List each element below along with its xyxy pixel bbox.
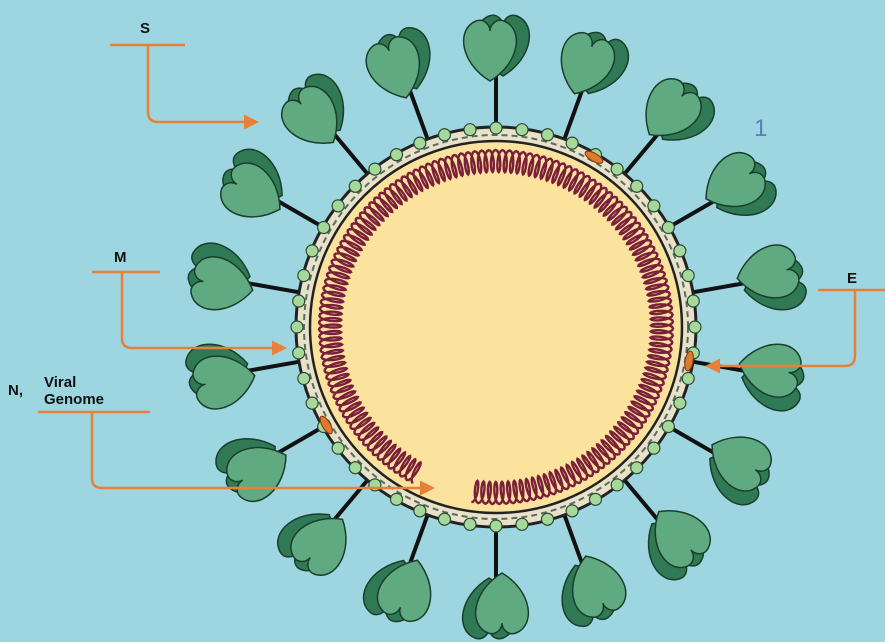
membrane-protein [369, 163, 381, 175]
membrane-protein [682, 373, 694, 385]
spike-protein [209, 421, 326, 511]
membrane-protein [306, 245, 318, 257]
membrane-protein [306, 397, 318, 409]
spike-protein [550, 23, 634, 143]
label-n-prefix: N, [8, 382, 23, 399]
membrane-protein [490, 520, 502, 532]
label-n-genome: Genome [44, 391, 104, 408]
membrane-protein [631, 462, 643, 474]
membrane-protein [648, 442, 660, 454]
membrane-protein [298, 269, 310, 281]
membrane-protein [414, 505, 426, 517]
label-m: M [114, 249, 127, 266]
membrane-protein [662, 222, 674, 234]
spike-protein [271, 67, 370, 177]
membrane-protein [542, 513, 554, 525]
membrane-protein [674, 245, 686, 257]
spike-protein [183, 240, 303, 316]
membrane-protein [516, 518, 528, 530]
membrane-protein [611, 479, 623, 491]
spike-protein [270, 477, 370, 586]
membrane-protein [687, 295, 699, 307]
membrane-protein [464, 518, 476, 530]
membrane-protein [516, 124, 528, 136]
membrane-protein [349, 462, 361, 474]
capsid-interior [310, 141, 682, 513]
spike-protein [210, 142, 326, 232]
membrane-protein [414, 137, 426, 149]
membrane-protein [648, 200, 660, 212]
spike-protein [666, 422, 782, 512]
membrane-protein [349, 180, 361, 192]
membrane-protein [611, 163, 623, 175]
membrane-protein [391, 149, 403, 161]
marker-number: 1 [754, 115, 767, 142]
membrane-protein [438, 129, 450, 141]
spike-protein [666, 143, 783, 233]
membrane-protein [332, 200, 344, 212]
membrane-protein [566, 137, 578, 149]
membrane-protein [391, 493, 403, 505]
membrane-protein [490, 122, 502, 134]
membrane-protein [631, 180, 643, 192]
membrane-protein [298, 373, 310, 385]
membrane-protein [590, 493, 602, 505]
spike-protein [689, 241, 809, 317]
label-e: E [847, 270, 857, 287]
spike-protein [689, 338, 809, 414]
membrane-protein [662, 421, 674, 433]
spike-protein [549, 511, 633, 631]
membrane-protein [682, 269, 694, 281]
spike-protein [358, 511, 442, 631]
label-n-viral: Viral [44, 374, 76, 391]
membrane-protein [689, 321, 701, 333]
membrane-protein [542, 129, 554, 141]
membrane-protein [293, 347, 305, 359]
spike-protein [359, 23, 443, 143]
membrane-protein [566, 505, 578, 517]
label-s: S [140, 20, 150, 37]
membrane-protein [291, 321, 303, 333]
membrane-protein [332, 442, 344, 454]
spike-protein [464, 15, 530, 131]
membrane-protein [674, 397, 686, 409]
membrane-protein [318, 222, 330, 234]
spike-protein [622, 67, 722, 176]
virion-body-layer [291, 122, 701, 532]
membrane-protein [464, 124, 476, 136]
spike-protein [622, 477, 721, 587]
membrane-protein [438, 513, 450, 525]
s-arrow [148, 45, 256, 122]
spike-protein [463, 523, 529, 639]
membrane-protein [293, 295, 305, 307]
